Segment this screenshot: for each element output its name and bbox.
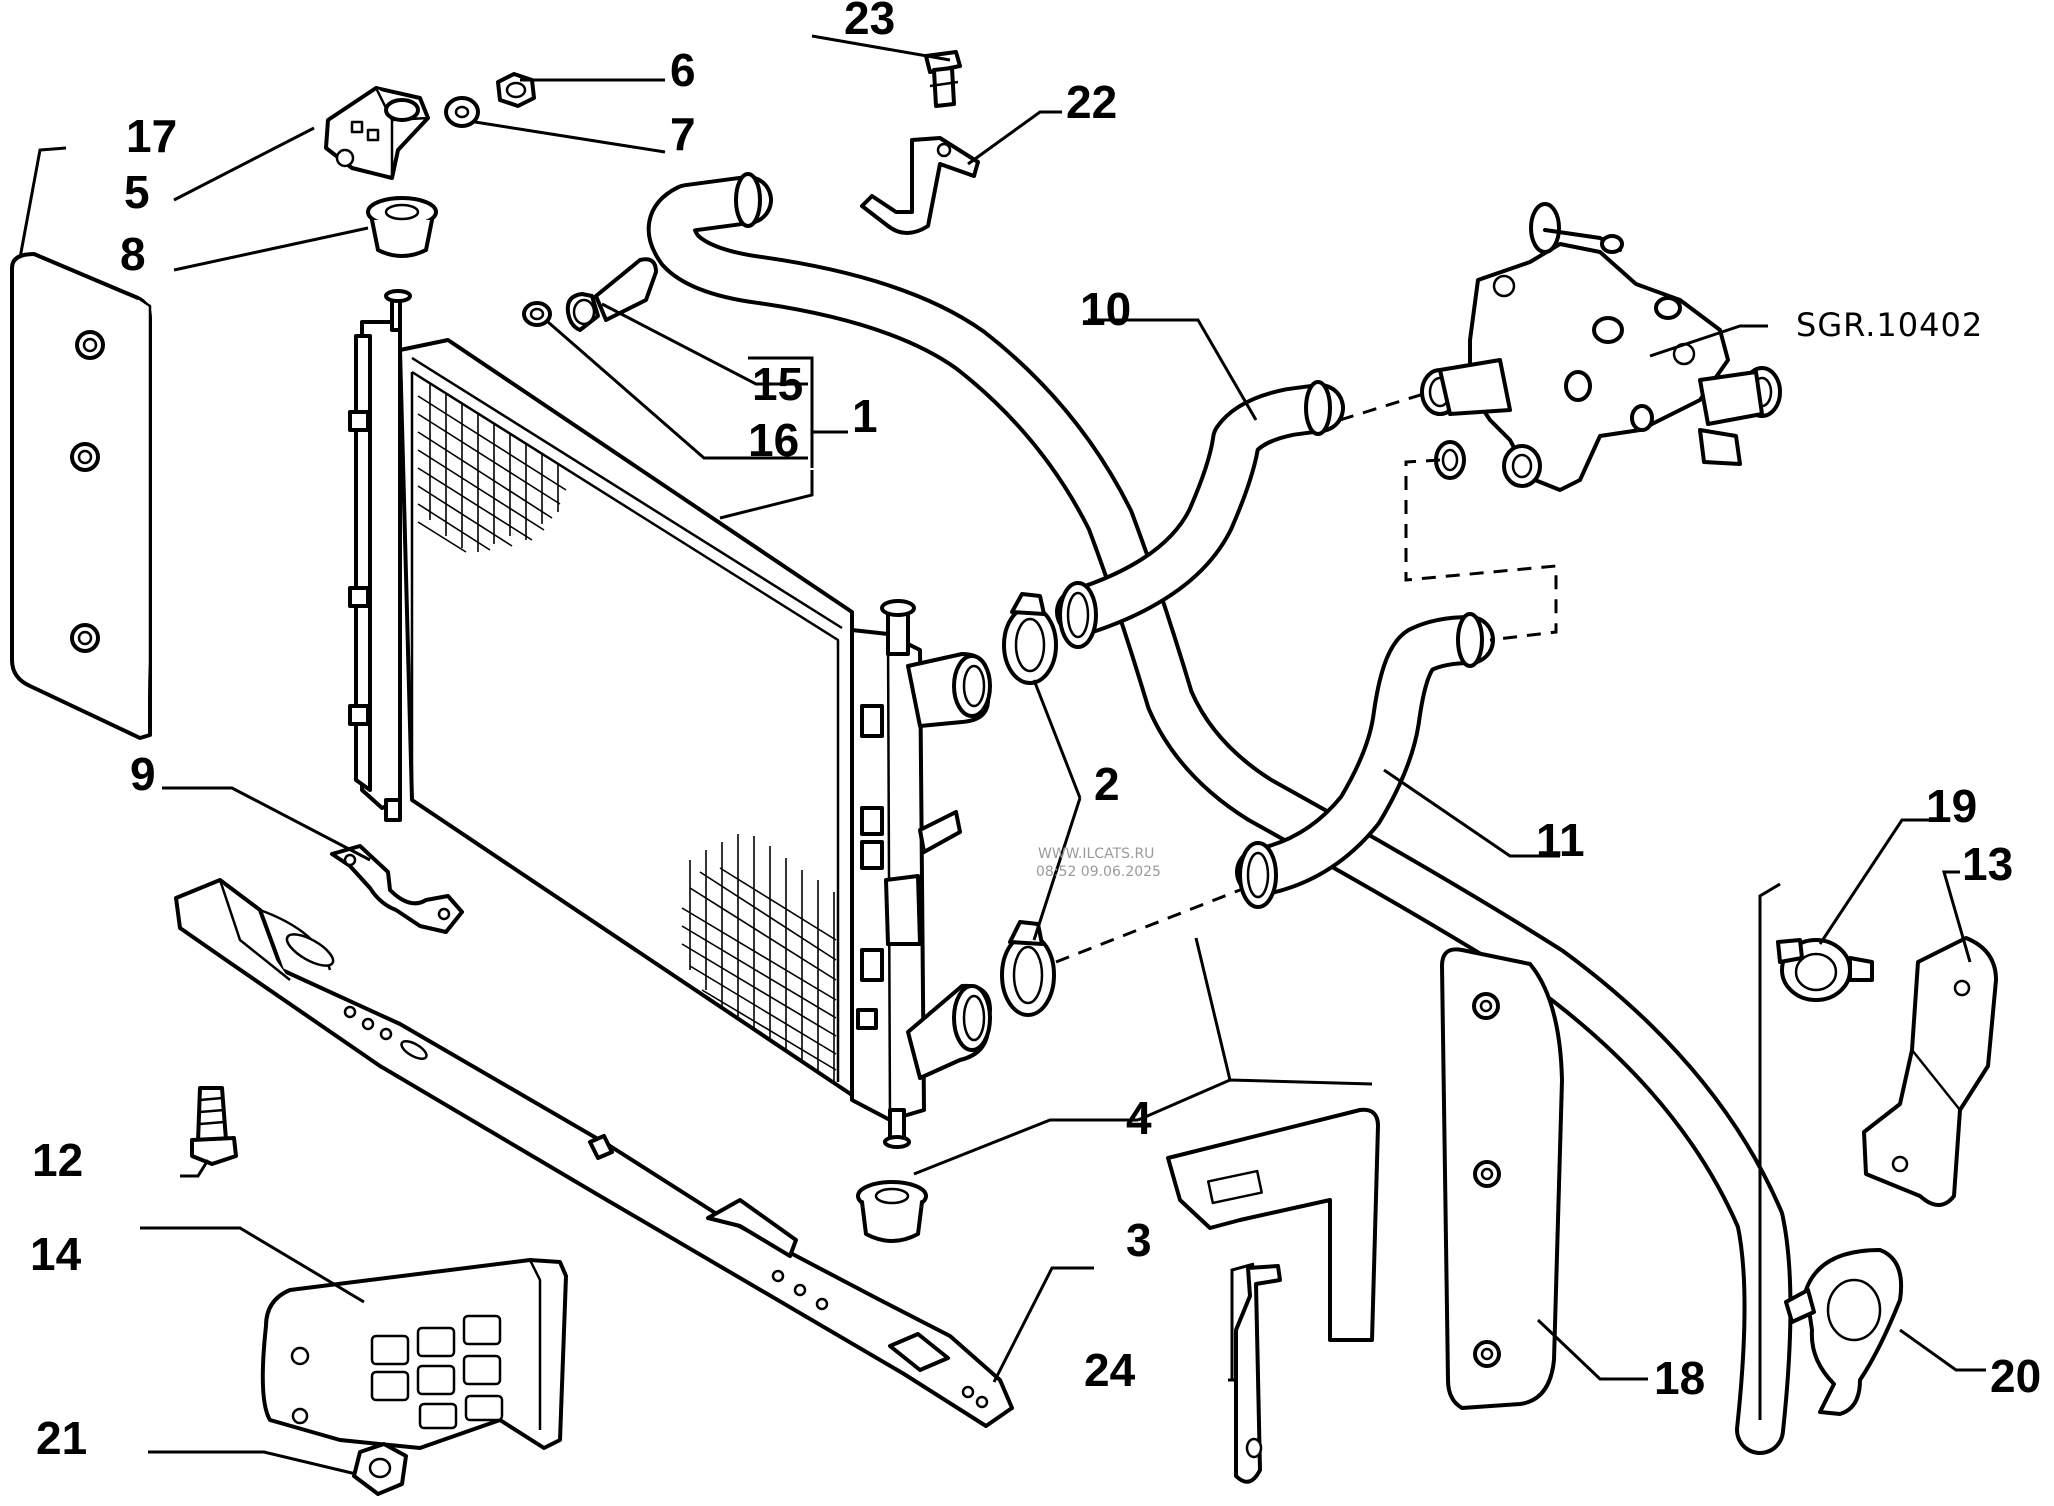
stud-bolt-12 — [190, 1086, 238, 1166]
reference-code-sgr-10402: SGR.10402 — [1796, 306, 1983, 344]
radiator-mesh-lower — [681, 834, 837, 1082]
callout-8: 8 — [120, 228, 146, 280]
watermark-site: WWW.ILCATS.RU — [1038, 846, 1154, 862]
callout-20: 20 — [1990, 1350, 2041, 1402]
callout-22: 22 — [1066, 76, 1117, 128]
lower-bracket-14 — [260, 1258, 568, 1450]
callout-12: 12 — [32, 1134, 83, 1186]
callout-15: 15 — [752, 358, 803, 410]
air-deflector-right — [1440, 947, 1564, 1410]
hose-clamp-lower — [1000, 920, 1056, 1017]
washer-7 — [444, 96, 480, 128]
nut-6 — [496, 72, 536, 108]
hose-bracket-22 — [860, 136, 980, 235]
bracket-9 — [330, 844, 464, 934]
connector-clamp-hose11 — [1055, 888, 1241, 964]
air-deflector-left — [10, 252, 152, 740]
watermark-timestamp: 08:52 09.06.2025 — [1036, 864, 1161, 880]
hose-clamp-upper — [1002, 592, 1058, 685]
callout-16: 16 — [748, 414, 799, 466]
callout-4: 4 — [1126, 1092, 1152, 1144]
callout-11: 11 — [1536, 814, 1585, 866]
callout-18: 18 — [1654, 1352, 1705, 1404]
hose-10 — [1055, 380, 1345, 649]
grommet-upper — [366, 196, 438, 258]
callout-9: 9 — [130, 748, 156, 800]
hose-11 — [1235, 612, 1495, 909]
bracket-13 — [1862, 936, 1998, 1207]
connector-hose11-thermostat — [1404, 458, 1558, 642]
upper-mount-bracket — [324, 86, 430, 180]
filler-cap — [565, 257, 658, 332]
callout-24: 24 — [1084, 1344, 1136, 1396]
upper-hose — [646, 172, 1793, 1455]
callout-10: 10 — [1080, 283, 1131, 335]
callout-14: 14 — [30, 1228, 82, 1280]
thermostat-housing — [1420, 202, 1782, 492]
callout-19: 19 — [1926, 780, 1977, 832]
callout-5: 5 — [124, 166, 150, 218]
bracket-24 — [1166, 1107, 1380, 1484]
callout-7: 7 — [670, 108, 696, 160]
lower-crossmember — [174, 878, 1014, 1428]
callout-3: 3 — [1126, 1214, 1152, 1266]
leader-lines — [18, 34, 1986, 1476]
radiator-mesh-upper — [417, 384, 567, 553]
callout-13: 13 — [1962, 838, 2013, 890]
callout-2: 2 — [1094, 758, 1120, 810]
hex-nut-21 — [352, 1442, 408, 1496]
callout-6: 6 — [670, 44, 696, 96]
callout-23: 23 — [844, 0, 895, 44]
clip-20 — [1784, 1248, 1903, 1416]
seal-ring — [522, 301, 552, 327]
callout-17: 17 — [126, 110, 177, 162]
callout-21: 21 — [36, 1412, 87, 1464]
connector-hose10-thermostat — [1339, 390, 1431, 422]
grommet-lower — [856, 1180, 928, 1243]
callout-1: 1 — [852, 390, 878, 442]
clip-19 — [1776, 938, 1874, 1002]
radiator — [348, 289, 992, 1149]
